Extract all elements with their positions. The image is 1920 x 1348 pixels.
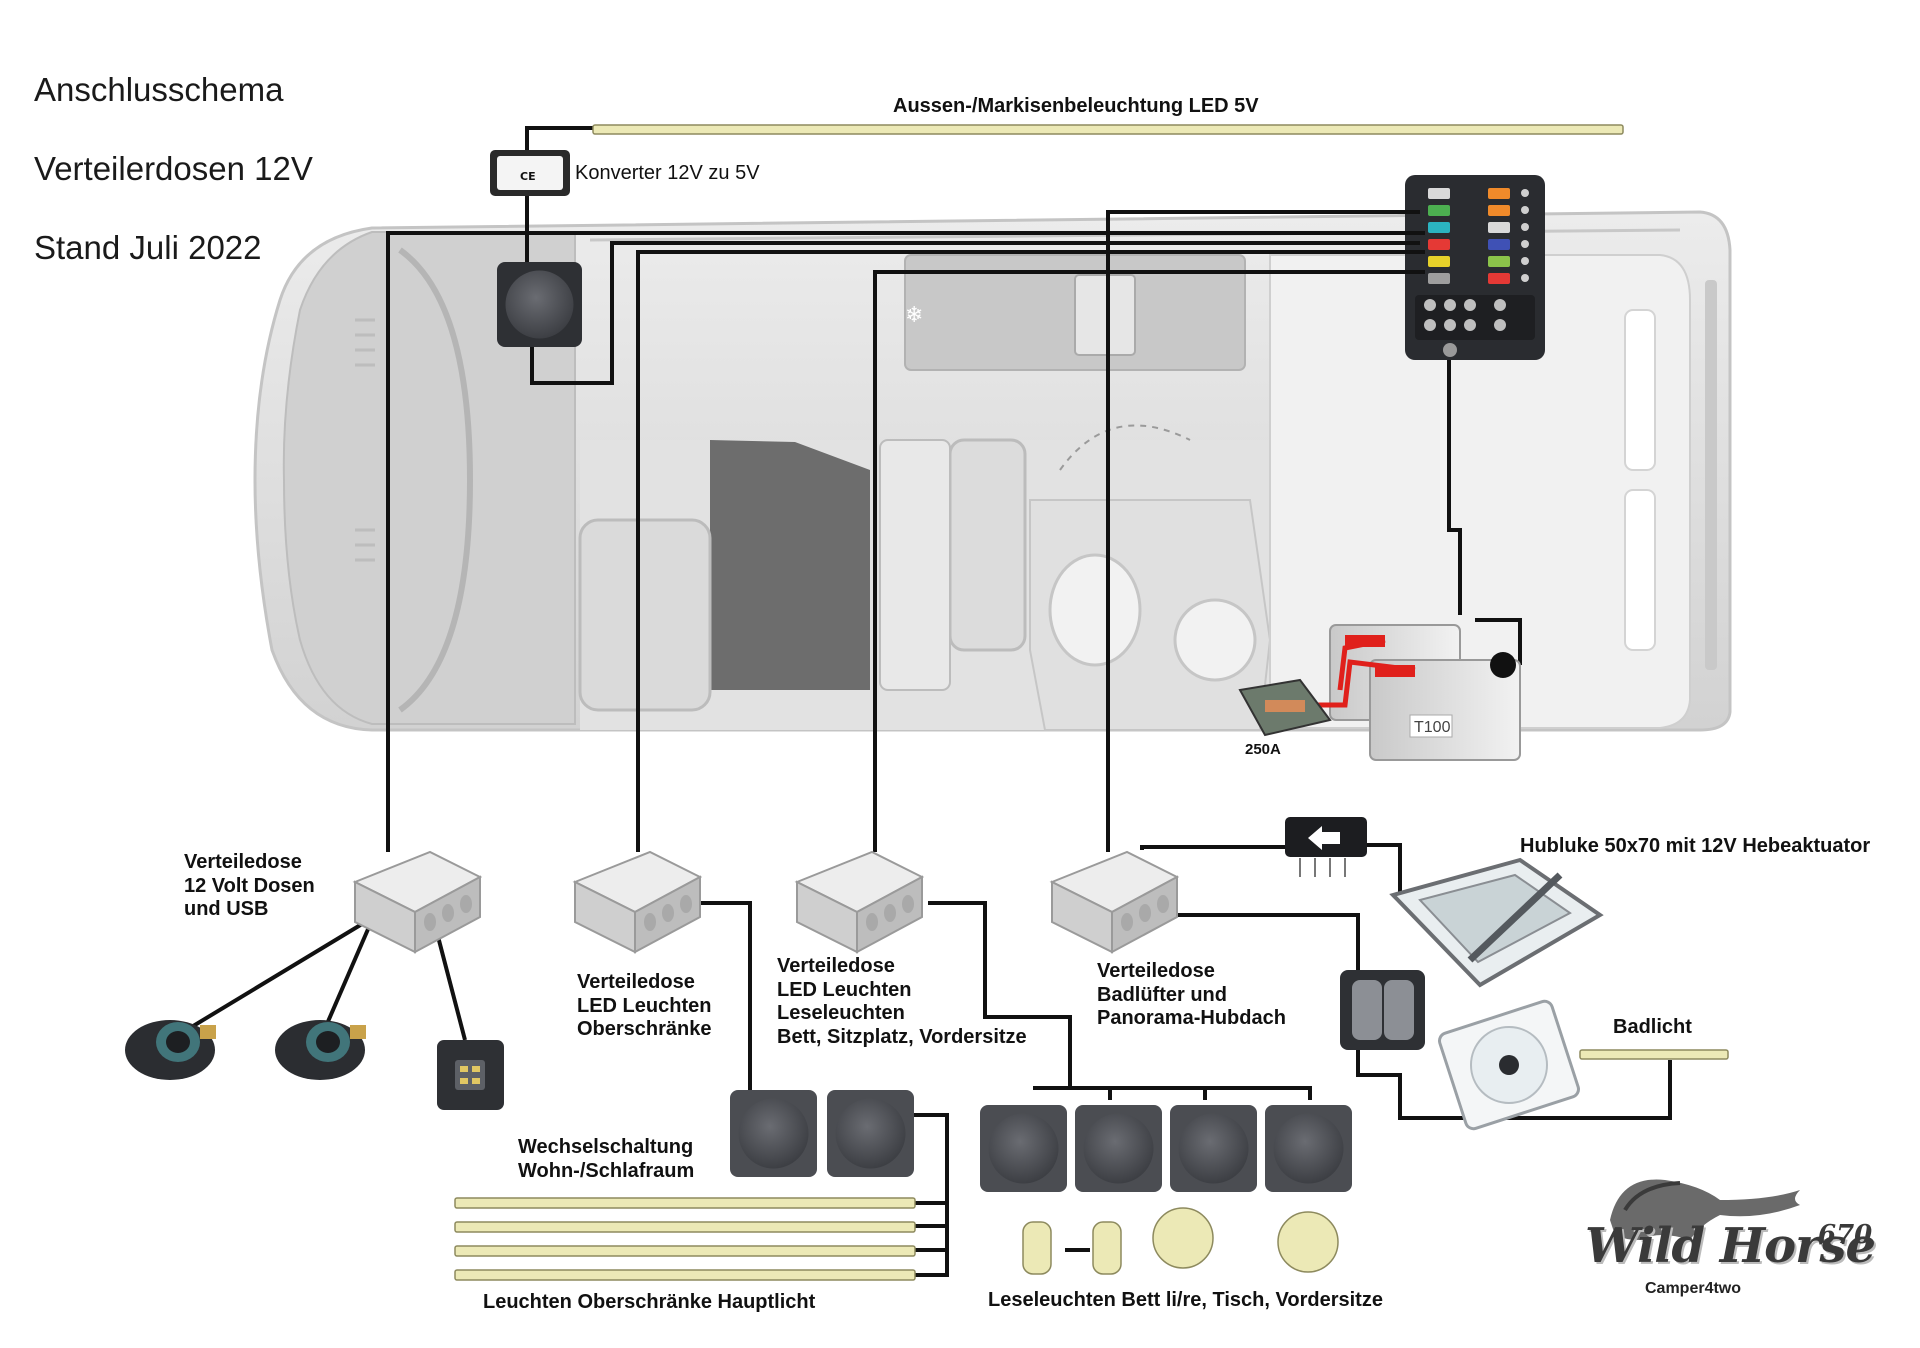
outdoor-led-strip	[592, 124, 1624, 135]
fuse	[1428, 205, 1450, 216]
diagram-title: Anschlusschema Verteilerdosen 12V Stand …	[34, 30, 313, 307]
fuse-terminal	[1521, 223, 1529, 231]
junction-box-reading	[794, 850, 925, 954]
roof-hatch-label: Hubluke 50x70 mit 12V Hebeaktuator	[1520, 835, 1871, 857]
svg-text:CE: CE	[520, 170, 536, 183]
fuse	[1428, 273, 1450, 284]
reading-light-bed-left	[1022, 1221, 1052, 1275]
reading-switch-4	[1265, 1105, 1352, 1192]
main-switch	[497, 262, 582, 347]
junction-box-led-cabinets	[572, 850, 703, 954]
van-top-view: ❄	[253, 210, 1732, 732]
fuse-terminal	[1521, 274, 1529, 282]
two-way-switch-living	[730, 1090, 817, 1177]
reading-switch-3	[1170, 1105, 1257, 1192]
rocker-switch	[1285, 817, 1367, 877]
wiring	[168, 126, 1672, 1277]
box-reading-label: Verteiledose LED Leuchten Leseleuchten B…	[777, 955, 1027, 1048]
reading-switch-2	[1075, 1105, 1162, 1192]
fuse	[1488, 239, 1510, 250]
converter-label: Konverter 12V zu 5V	[575, 162, 760, 184]
title-line-1: Anschlusschema	[34, 70, 284, 108]
box-led-cabinets-label: Verteiledose LED Leuchten Oberschränke	[577, 971, 712, 1041]
title-line-3: Stand Juli 2022	[34, 228, 262, 266]
converter-12v-5v: CE	[490, 150, 570, 196]
batteries: T100	[1238, 624, 1521, 761]
logo-sub: Camper4two	[1645, 1280, 1742, 1297]
box-12v-label: Verteiledose 12 Volt Dosen und USB	[184, 851, 315, 921]
two-way-switch-label: Wechselschaltung Wohn-/Schlafraum	[518, 1136, 695, 1182]
fuse	[1428, 188, 1450, 199]
fuse	[1428, 239, 1450, 250]
junction-box-12v	[352, 850, 483, 954]
cabinet-led-strip-4	[454, 1269, 916, 1281]
logo-name: Wild Horse	[1585, 1218, 1876, 1274]
box-bath-label: Verteiledose Badlüfter und Panorama-Hubd…	[1097, 960, 1286, 1030]
roof-hatch	[1389, 857, 1604, 988]
socket-outlet-1	[125, 1020, 216, 1080]
fuse	[1488, 256, 1510, 267]
fuse	[1488, 273, 1510, 284]
cabinet-lights-label: Leuchten Oberschränke Hauptlicht	[483, 1291, 816, 1313]
fuse-terminal	[1521, 240, 1529, 248]
battery-label: T100	[1414, 719, 1451, 736]
fuse	[1428, 222, 1450, 233]
wild-horse-logo	[1610, 1179, 1800, 1240]
bath-led-strip	[1579, 1049, 1729, 1060]
usb-outlet	[437, 1040, 504, 1110]
bath-light-label: Badlicht	[1613, 1016, 1692, 1038]
socket-outlet-2	[275, 1020, 366, 1080]
fuse-250a-label: 250A	[1245, 741, 1281, 758]
cabinet-led-strip-1	[454, 1197, 916, 1209]
fuse	[1428, 256, 1450, 267]
logo-model: 670	[1818, 1220, 1873, 1250]
led-strips	[454, 124, 1729, 1281]
cabinet-led-strip-3	[454, 1245, 916, 1257]
fuse-terminal	[1521, 206, 1529, 214]
reading-light-front-seats	[1277, 1211, 1339, 1273]
fuse-terminal	[1521, 257, 1529, 265]
double-switch	[1340, 970, 1425, 1050]
svg-text:❄: ❄	[905, 303, 923, 328]
fuse	[1488, 222, 1510, 233]
outdoor-led-label: Aussen-/Markisenbeleuchtung LED 5V	[893, 95, 1259, 117]
title-line-2: Verteilerdosen 12V	[34, 149, 313, 187]
reading-switch-1	[980, 1105, 1067, 1192]
two-way-switch-sleeping	[827, 1090, 914, 1177]
fuse	[1488, 205, 1510, 216]
reading-lights	[1022, 1207, 1339, 1275]
reading-light-bed-right	[1092, 1221, 1122, 1275]
fuse	[1488, 188, 1510, 199]
fuse-terminal	[1521, 189, 1529, 197]
cabinet-led-strip-2	[454, 1221, 916, 1233]
reading-lights-label: Leseleuchten Bett li/re, Tisch, Vordersi…	[988, 1289, 1383, 1311]
junction-box-bath	[1049, 850, 1180, 954]
fuse-box	[1405, 175, 1545, 360]
reading-light-table	[1152, 1207, 1214, 1269]
bath-fan	[1438, 999, 1580, 1131]
